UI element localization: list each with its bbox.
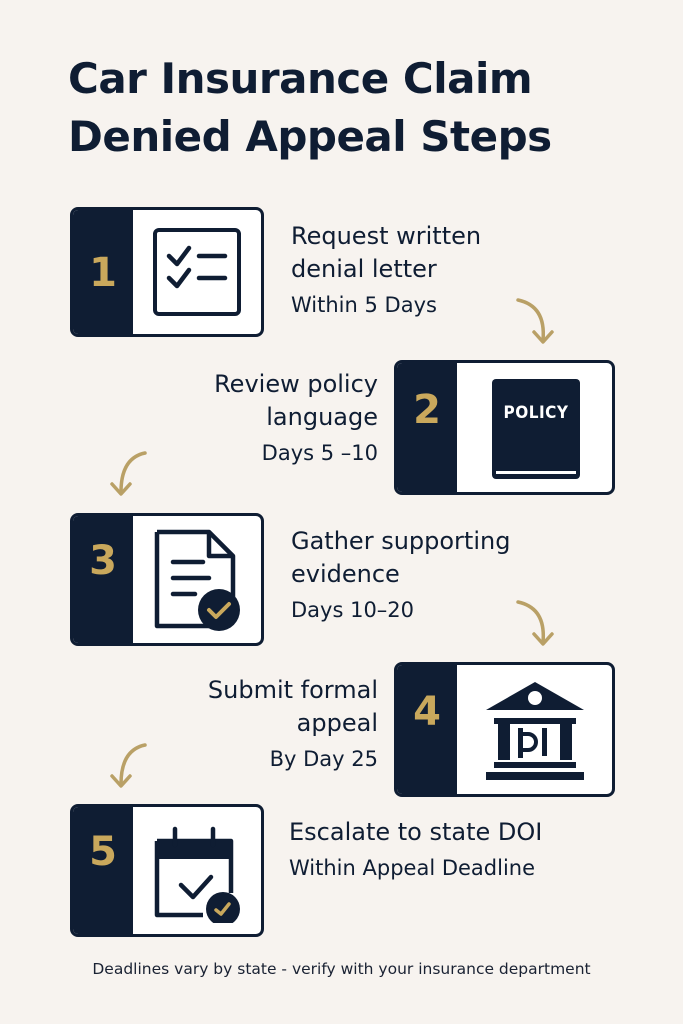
courthouse-icon — [457, 665, 612, 794]
step-label-line-2: evidence — [291, 560, 400, 588]
step-timing: Days 10–20 — [291, 598, 415, 622]
curved-arrow-down-right-icon — [516, 600, 554, 646]
curved-arrow-down-left-icon — [110, 743, 147, 788]
step-5-text: Escalate to state DOI Within Appeal Dead… — [289, 816, 542, 885]
step-label-line-2: language — [266, 403, 378, 431]
step-5-card: 5 — [70, 804, 264, 937]
step-1-card: 1 — [70, 207, 264, 337]
step-number-panel — [73, 516, 133, 643]
step-number-panel — [397, 665, 457, 794]
step-timing: Within Appeal Deadline — [289, 856, 536, 880]
curved-arrow-down-left-icon — [110, 451, 147, 496]
title-line-1: Car Insurance Claim — [68, 54, 533, 103]
step-number: 5 — [89, 829, 117, 875]
curved-arrow-down-right-icon — [516, 298, 554, 344]
step-number: 2 — [413, 387, 441, 433]
policy-book-label: POLICY — [503, 403, 569, 423]
step-label-line-1: Request written — [291, 222, 482, 250]
step-4-text: Submit formal appeal By Day 25 — [150, 674, 378, 776]
policy-book-icon: POLICY — [457, 363, 612, 492]
step-label-line-1: Gather supporting — [291, 527, 511, 555]
step-3-text: Gather supporting evidence Days 10–20 — [291, 525, 510, 627]
title-line-2: Denied Appeal Steps — [68, 112, 552, 161]
step-3-card: 3 — [70, 513, 264, 646]
step-number: 3 — [89, 538, 117, 584]
step-number-panel — [73, 210, 133, 334]
page-title: Car Insurance Claim Denied Appeal Steps — [68, 50, 668, 166]
step-4-card: 4 — [394, 662, 615, 797]
calendar-check-icon — [133, 807, 261, 934]
footer-disclaimer: Deadlines vary by state - verify with yo… — [92, 960, 591, 978]
step-1-text: Request written denial letter Within 5 D… — [291, 220, 481, 322]
step-2-card: 2 POLICY — [394, 360, 615, 495]
step-timing: Days 5 –10 — [261, 441, 378, 465]
step-timing: By Day 25 — [269, 747, 378, 771]
step-label-line-1: Review policy — [214, 370, 378, 398]
checklist-icon — [133, 210, 261, 334]
step-label-line-1: Escalate to state DOI — [289, 818, 543, 846]
step-label-line-1: Submit formal — [207, 676, 378, 704]
step-timing: Within 5 Days — [291, 293, 437, 317]
step-label-line-2: denial letter — [291, 255, 437, 283]
step-number-panel — [397, 363, 457, 492]
step-label-line-2: appeal — [296, 709, 378, 737]
step-number: 4 — [413, 689, 441, 735]
step-2-text: Review policy language Days 5 –10 — [150, 368, 378, 470]
document-check-icon — [133, 516, 261, 643]
step-number: 1 — [89, 250, 117, 296]
step-number-panel — [73, 807, 133, 934]
